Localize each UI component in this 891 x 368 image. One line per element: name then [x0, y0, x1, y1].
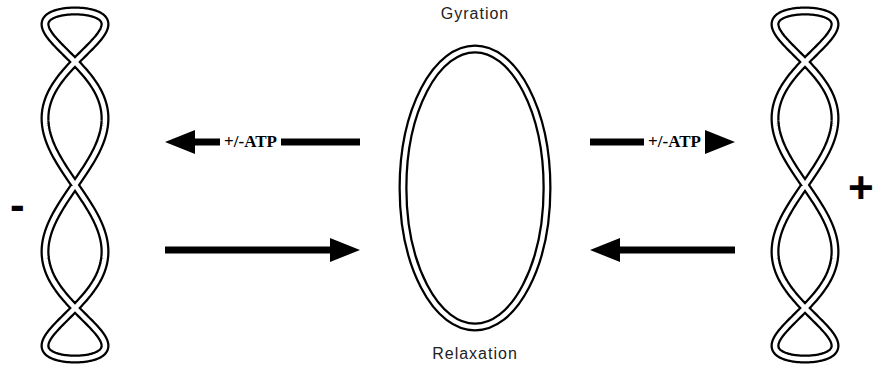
reaction-arrow: [590, 238, 735, 262]
relaxed-dna: GyrationRelaxation: [360, 0, 590, 368]
supercoiled-dna: +: [735, 0, 891, 368]
dna-outline: [0, 0, 165, 368]
supercoiled-dna: -: [0, 0, 165, 368]
reaction-arrow: [165, 130, 360, 154]
plus-sign: +: [848, 166, 874, 210]
minus-sign: -: [10, 183, 25, 227]
dna-outline: [360, 0, 590, 368]
reaction-arrow: [590, 130, 735, 154]
title-label: Relaxation: [360, 344, 590, 364]
reaction-arrow: [165, 238, 360, 262]
edge-label: +/-ATP: [220, 132, 281, 152]
edge-label: +/-ATP: [644, 132, 705, 152]
title-label: Gyration: [360, 4, 590, 24]
